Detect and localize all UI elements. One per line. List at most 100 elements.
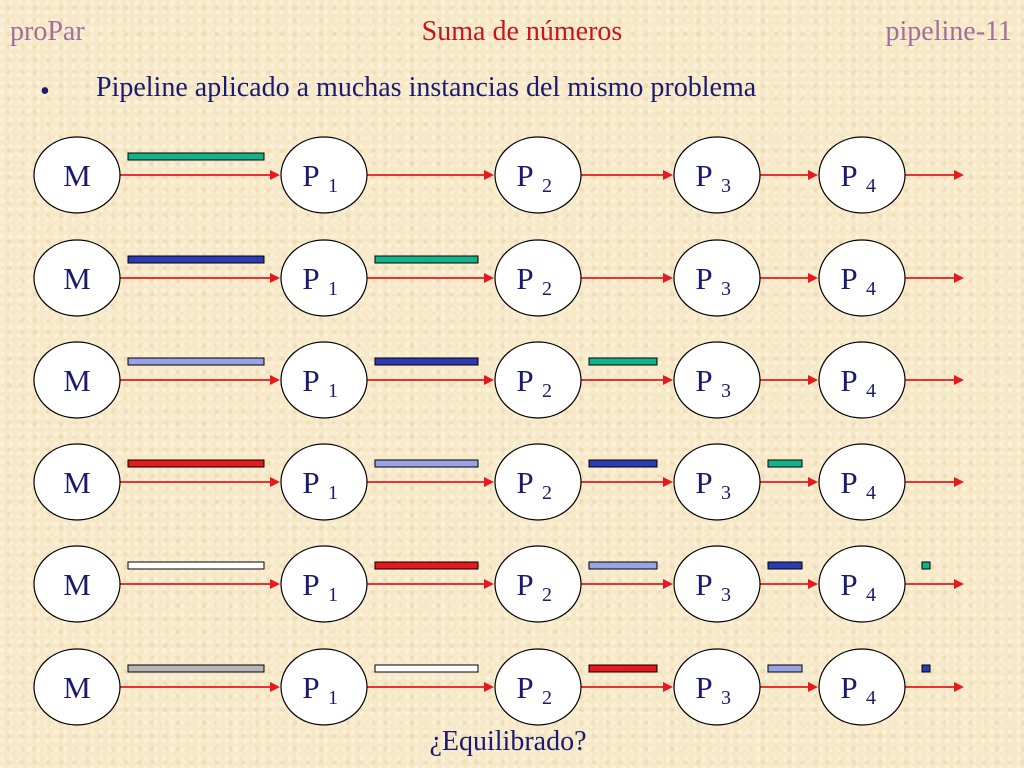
node-subscript: 1 bbox=[328, 584, 338, 606]
arrow-head bbox=[484, 273, 494, 283]
node-label: M bbox=[63, 670, 91, 705]
arrow-head bbox=[663, 375, 673, 385]
arrow-head bbox=[808, 375, 818, 385]
node-ellipse bbox=[280, 648, 368, 726]
arrow-head bbox=[270, 682, 280, 692]
data-segment bbox=[767, 561, 803, 570]
arrow-head bbox=[484, 170, 494, 180]
arrow-head bbox=[808, 170, 818, 180]
node-ellipse bbox=[33, 545, 121, 623]
arrow-head bbox=[808, 682, 818, 692]
master-node: M bbox=[33, 443, 121, 521]
node-label: P bbox=[840, 363, 857, 398]
node-ellipse bbox=[673, 443, 761, 521]
node-ellipse bbox=[494, 239, 582, 317]
node-label: P bbox=[302, 363, 319, 398]
node-label: P bbox=[695, 465, 712, 500]
node-label: P bbox=[516, 567, 533, 602]
data-segment bbox=[127, 459, 265, 468]
arrow-head bbox=[954, 477, 964, 487]
node-ellipse bbox=[818, 239, 906, 317]
node-ellipse bbox=[280, 341, 368, 419]
node-subscript: 3 bbox=[721, 687, 731, 709]
node-subscript: 2 bbox=[542, 584, 552, 606]
node-label: P bbox=[302, 670, 319, 705]
node-label: M bbox=[63, 363, 91, 398]
data-segment bbox=[127, 255, 265, 264]
arrow-head bbox=[484, 682, 494, 692]
data-segment bbox=[127, 561, 265, 570]
arrow-head bbox=[808, 579, 818, 589]
node-ellipse bbox=[818, 545, 906, 623]
node-subscript: 1 bbox=[328, 278, 338, 300]
node-ellipse bbox=[280, 443, 368, 521]
arrow-head bbox=[663, 273, 673, 283]
node-subscript: 4 bbox=[866, 584, 876, 606]
node-label: P bbox=[695, 567, 712, 602]
node-subscript: 4 bbox=[866, 687, 876, 709]
data-segment bbox=[374, 664, 479, 673]
master-node: M bbox=[33, 136, 121, 214]
node-label: P bbox=[302, 567, 319, 602]
node-label: P bbox=[302, 465, 319, 500]
node-subscript: 4 bbox=[866, 380, 876, 402]
arrow-head bbox=[808, 273, 818, 283]
data-segment bbox=[374, 255, 479, 264]
node-label: P bbox=[516, 465, 533, 500]
data-segment bbox=[767, 664, 803, 673]
data-segment bbox=[588, 561, 658, 570]
node-label: P bbox=[695, 670, 712, 705]
node-label: P bbox=[516, 363, 533, 398]
data-segment bbox=[127, 664, 265, 673]
node-subscript: 1 bbox=[328, 380, 338, 402]
node-label: P bbox=[302, 261, 319, 296]
node-label: P bbox=[695, 261, 712, 296]
course-label: proPar bbox=[10, 16, 85, 47]
node-subscript: 1 bbox=[328, 175, 338, 197]
bullet-marker: • bbox=[40, 76, 50, 107]
node-ellipse bbox=[280, 239, 368, 317]
node-label: P bbox=[840, 567, 857, 602]
node-ellipse bbox=[818, 648, 906, 726]
node-subscript: 1 bbox=[328, 482, 338, 504]
node-ellipse bbox=[33, 648, 121, 726]
node-subscript: 2 bbox=[542, 175, 552, 197]
node-ellipse bbox=[494, 136, 582, 214]
node-ellipse bbox=[818, 341, 906, 419]
node-ellipse bbox=[280, 545, 368, 623]
node-ellipse bbox=[818, 443, 906, 521]
arrow-head bbox=[663, 579, 673, 589]
arrow-head bbox=[270, 375, 280, 385]
arrow-head bbox=[484, 579, 494, 589]
node-ellipse bbox=[280, 136, 368, 214]
data-segment bbox=[767, 459, 803, 468]
arrow-head bbox=[954, 579, 964, 589]
node-subscript: 3 bbox=[721, 278, 731, 300]
node-subscript: 1 bbox=[328, 687, 338, 709]
node-ellipse bbox=[494, 341, 582, 419]
data-segment bbox=[374, 561, 479, 570]
node-subscript: 4 bbox=[866, 482, 876, 504]
arrow-head bbox=[808, 477, 818, 487]
node-label: P bbox=[840, 670, 857, 705]
data-segment bbox=[921, 664, 931, 673]
node-label: P bbox=[302, 158, 319, 193]
arrow-head bbox=[663, 682, 673, 692]
data-segment bbox=[588, 357, 658, 366]
